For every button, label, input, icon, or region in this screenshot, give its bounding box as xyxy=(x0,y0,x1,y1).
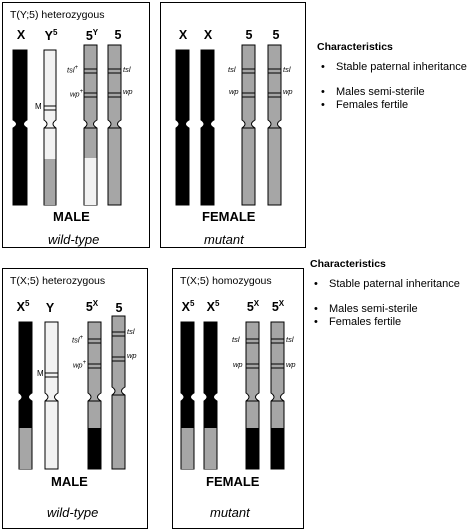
genotype-footer: wild-type xyxy=(48,232,100,247)
chromosome-label-y: Y xyxy=(45,301,55,315)
chromosome-label-x5: X5 xyxy=(181,299,195,315)
chromosome-5 xyxy=(267,44,282,206)
genotype-footer: wild-type xyxy=(47,505,99,520)
marker-tsl: tsl xyxy=(232,335,240,344)
marker-tsl: tsl xyxy=(123,65,131,74)
chromosome-5 xyxy=(107,44,122,206)
panel-title: T(Y;5) heterozygous xyxy=(10,9,105,21)
characteristic-item: Stable paternal inheritance xyxy=(317,61,472,73)
marker-wp-plus: wp+ xyxy=(70,89,84,99)
marker-tsl: tsl xyxy=(228,65,236,74)
characteristic-item: Females fertile xyxy=(310,316,472,328)
panel-bottom-left: T(X;5) heterozygous X5 Y 5X 5 M tsl+ wp+… xyxy=(2,268,148,529)
characteristics-title: Characteristics xyxy=(317,41,393,53)
chromosome-label-5y: 5Y xyxy=(85,28,99,44)
chromosome-5 xyxy=(111,315,126,470)
marker-tsl-plus: tsl+ xyxy=(72,335,84,345)
sex-label: MALE xyxy=(51,474,88,489)
characteristic-item: Males semi-sterile xyxy=(317,86,472,98)
chromosome-label-x5: X5 xyxy=(206,299,220,315)
chromosome-x xyxy=(12,49,28,206)
characteristics-list: Stable paternal inheritance Males semi-s… xyxy=(310,278,472,328)
chromosome-label-x5: X5 xyxy=(16,299,30,315)
marker-wp: wp xyxy=(283,87,293,96)
chromosome-label-5x: 5X xyxy=(246,299,260,315)
sex-label: FEMALE xyxy=(206,474,260,489)
chromosome-label-x: X xyxy=(203,28,213,42)
sex-label: MALE xyxy=(53,209,90,224)
chromosome-label-5x: 5X xyxy=(85,299,99,315)
chromosome-label-5: 5 xyxy=(115,301,123,315)
marker-tsl: tsl xyxy=(286,335,294,344)
panel-title: T(X;5) homozygous xyxy=(180,275,272,287)
characteristic-item: Males semi-sterile xyxy=(310,303,472,315)
marker-wp: wp xyxy=(286,360,296,369)
marker-wp: wp xyxy=(127,351,137,360)
sex-label: FEMALE xyxy=(202,209,256,224)
chromosome-label-5: 5 xyxy=(272,28,280,42)
marker-tsl: tsl xyxy=(283,65,291,74)
marker-m: M xyxy=(35,102,42,111)
characteristic-item: Females fertile xyxy=(317,99,472,111)
characteristics-title: Characteristics xyxy=(310,258,386,270)
chromosome-drawing xyxy=(175,44,282,206)
chromosome-drawing xyxy=(18,315,126,470)
chromosome-label-x: X xyxy=(16,28,26,42)
marker-wp: wp xyxy=(123,87,133,96)
marker-tsl-plus: tsl+ xyxy=(67,65,79,75)
chromosome-label-5: 5 xyxy=(245,28,253,42)
characteristic-item: Stable paternal inheritance xyxy=(310,278,472,290)
chromosome-5 xyxy=(241,44,256,206)
chromosome-drawing xyxy=(180,321,285,470)
chromosome-x xyxy=(175,49,190,206)
chromosome-label-y5: Y5 xyxy=(44,28,58,44)
marker-m: M xyxy=(37,369,44,378)
chromosome-label-5: 5 xyxy=(114,28,122,42)
marker-wp: wp xyxy=(229,87,239,96)
panel-top-right: X X 5 5 tsl wp tsl wp FEMALE mutant xyxy=(160,2,306,248)
chromosome-y xyxy=(44,321,59,470)
chromosome-label-x: X xyxy=(178,28,188,42)
panel-bottom-right: T(X;5) homozygous X5 X5 5X 5X tsl wp tsl… xyxy=(172,268,304,529)
marker-wp-plus: wp+ xyxy=(73,360,87,370)
panel-title: T(X;5) heterozygous xyxy=(10,275,106,287)
marker-wp: wp xyxy=(233,360,243,369)
marker-tsl: tsl xyxy=(127,327,135,336)
characteristics-list: Stable paternal inheritance Males semi-s… xyxy=(317,61,472,111)
panel-top-left: T(Y;5) heterozygous X Y5 5Y 5 M tsl+ wp+… xyxy=(2,2,150,248)
chromosome-x xyxy=(200,49,215,206)
chromosome-drawing xyxy=(12,44,122,206)
genotype-footer: mutant xyxy=(210,505,250,520)
chromosome-label-5x: 5X xyxy=(271,299,285,315)
genotype-footer: mutant xyxy=(204,232,244,247)
